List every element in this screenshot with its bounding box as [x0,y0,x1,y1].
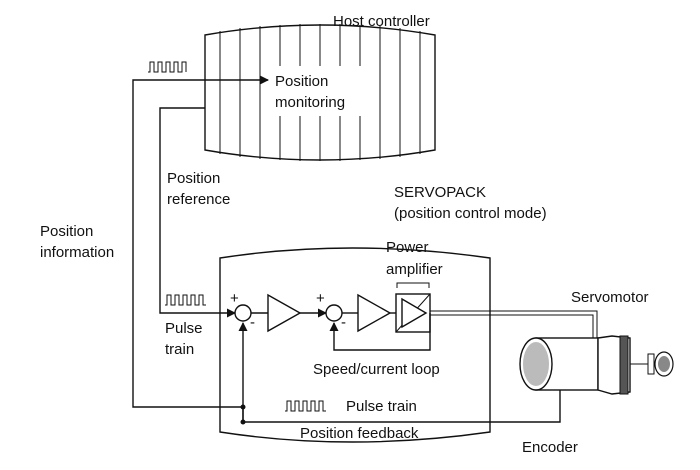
host-label-bg [268,66,378,116]
summing-junction-2: + - [316,290,346,331]
position-monitoring-label-1: Position [275,73,328,90]
servopack-label-2: (position control mode) [394,205,547,222]
plus-sign-2: + [316,290,325,307]
summing-junction-1: + - [230,290,255,331]
power-amplifier-block [395,282,431,333]
servopack-label-1: SERVOPACK [394,184,486,201]
motor-drive-line [430,310,598,338]
minus-sign-2: - [341,314,346,331]
minus-sign-1: - [250,314,255,331]
pulse-train-input-label-1: Pulse [165,320,203,337]
position-amplifier [267,293,302,333]
position-monitoring-label-2: monitoring [275,94,345,111]
servomotor-icon [519,335,674,395]
pulse-train-input-label-2: train [165,341,194,358]
encoder-label: Encoder [522,439,578,456]
speed-current-loop-label: Speed/current loop [313,361,440,378]
position-reference-label-2: reference [167,191,230,208]
speed-current-loop-line [329,313,431,351]
host-controller-block [204,24,436,161]
position-feedback-label: Position feedback [300,425,419,442]
pulse-train-feedback-label: Pulse train [346,398,417,415]
servomotor-label: Servomotor [571,289,649,306]
position-information-label-1: Position [40,223,93,240]
position-reference-line [159,107,236,318]
position-reference-label-1: Position [167,170,220,187]
power-amplifier-label-2: amplifier [386,261,443,278]
pulse-train-feedback-icon [285,400,326,412]
host-controller-label: Host controller [333,13,430,30]
power-amplifier-label-1: Power [386,239,429,256]
pulse-train-top-icon [148,61,187,73]
speed-amplifier [357,293,392,333]
position-information-line [132,75,269,408]
pulse-train-input-icon [165,294,206,306]
position-information-label-2: information [40,244,114,261]
servopack-block [219,247,491,443]
plus-sign-1: + [230,290,239,307]
